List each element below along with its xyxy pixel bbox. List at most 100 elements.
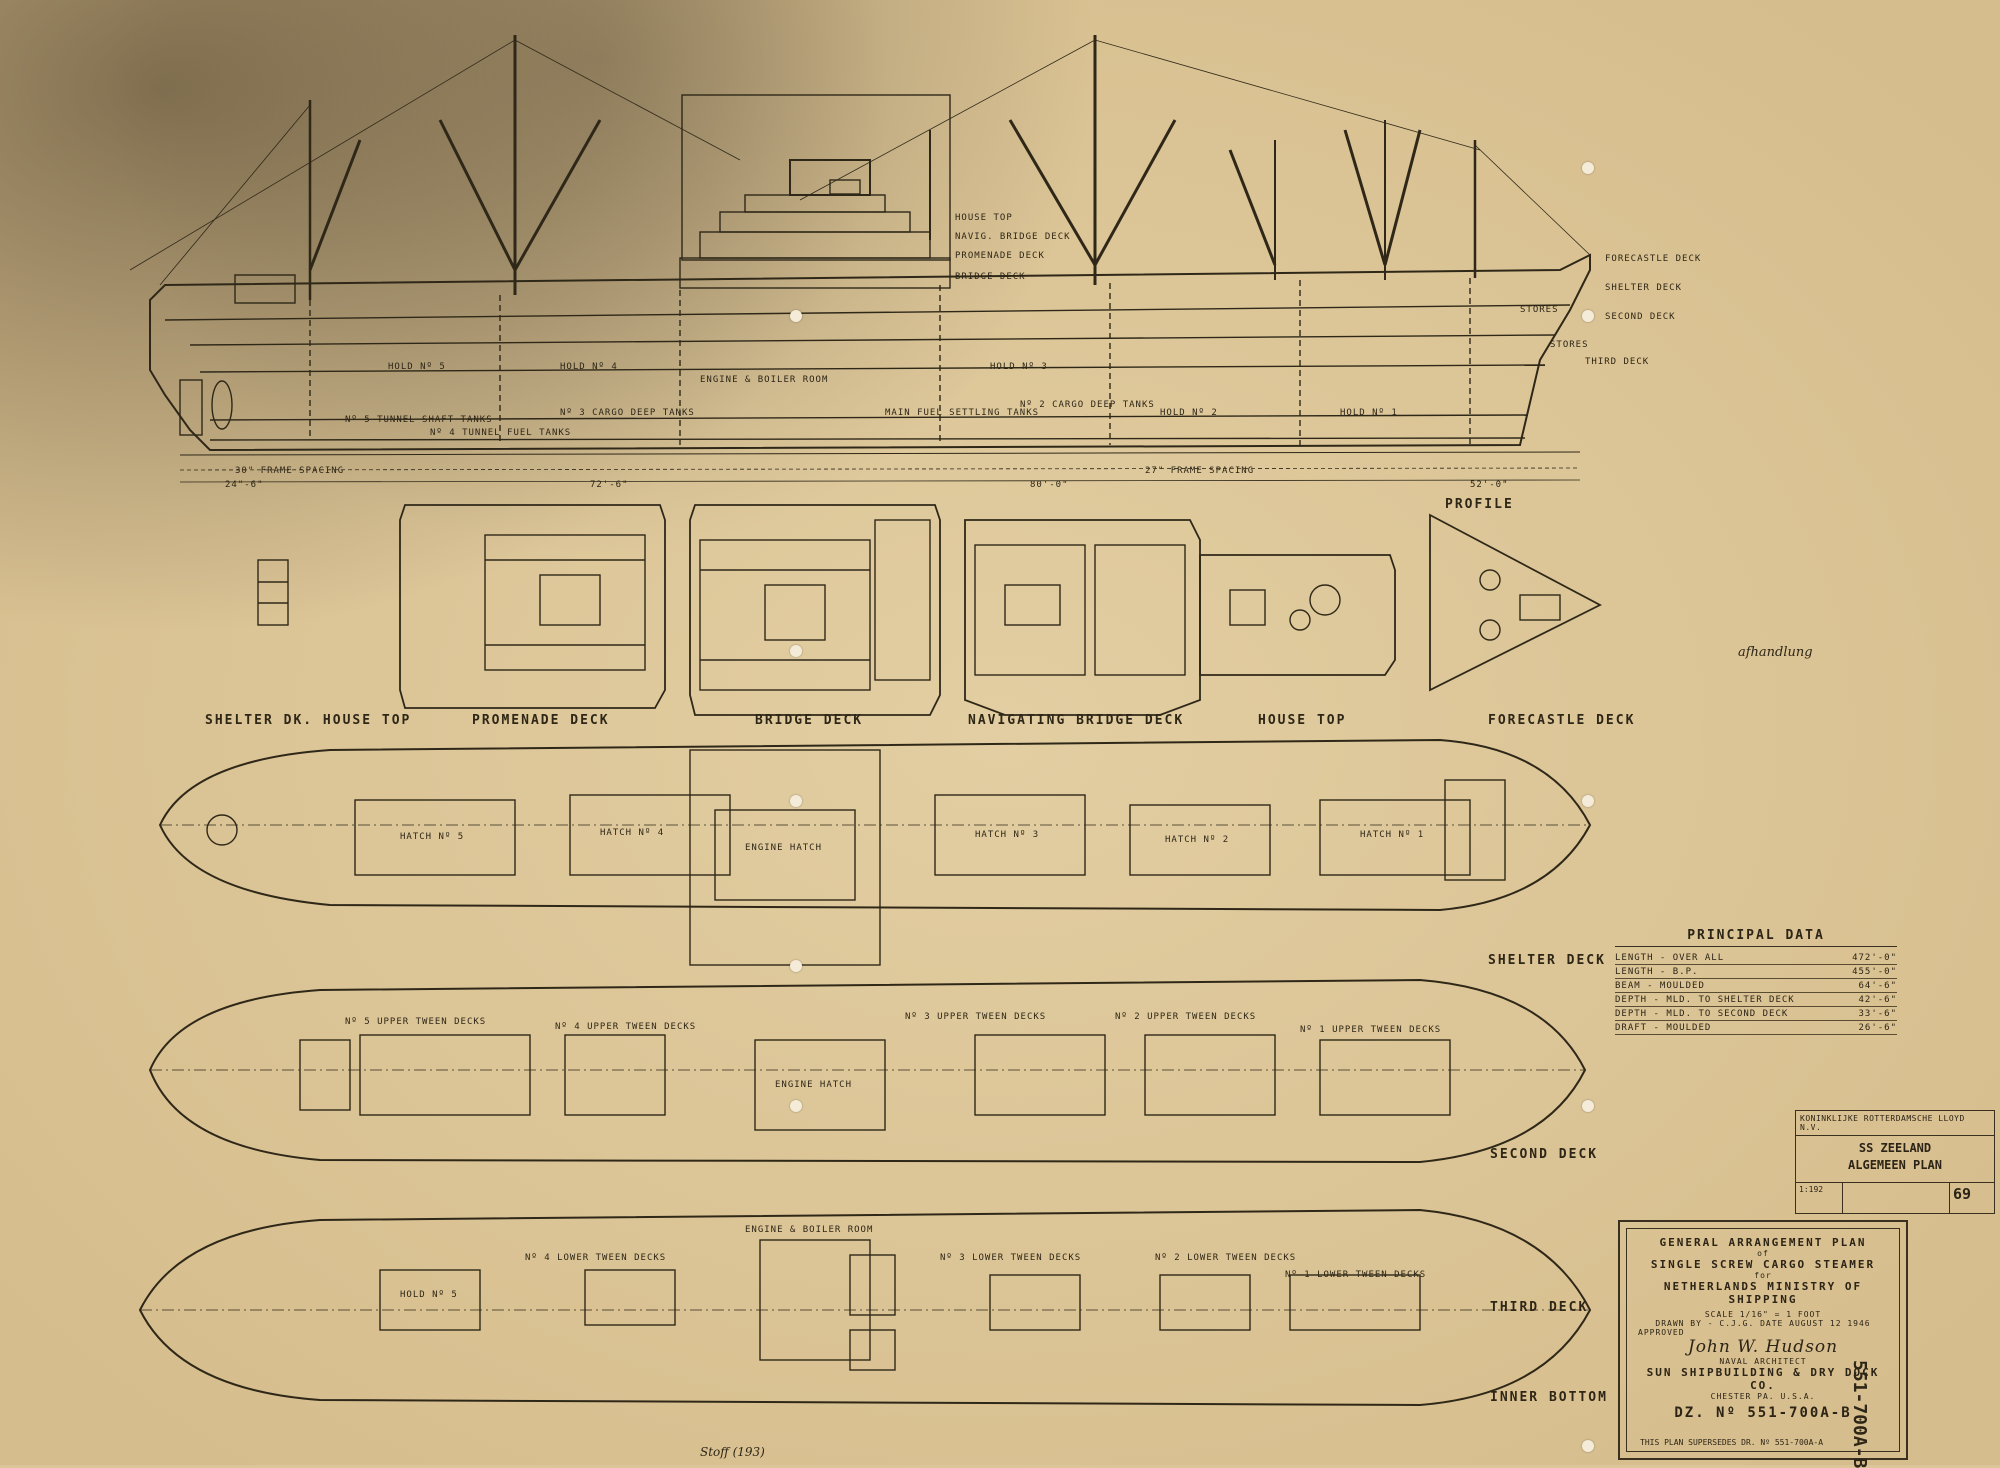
tween-deck-label: Nº 3 UPPER TWEEN DECKS — [905, 1012, 1047, 1022]
profile-tank-label: MAIN FUEL SETTLING TANKS — [885, 408, 1040, 418]
punch-hole — [1582, 162, 1594, 174]
builder-name: SUN SHIPBUILDING & DRY DOCK CO. — [1646, 1366, 1880, 1392]
punch-hole — [790, 310, 802, 322]
tween-deck-label: Nº 2 UPPER TWEEN DECKS — [1115, 1012, 1257, 1022]
supersedes-note: THIS PLAN SUPERSEDES DR. Nº 551-700A-A — [1640, 1438, 1824, 1447]
frame-spacing-label: 72'-6" — [590, 480, 629, 490]
deck-title-bridge: BRIDGE DECK — [755, 713, 864, 728]
profile-deck-label: HOUSE TOP — [955, 213, 1013, 223]
profile-deck-label: THIRD DECK — [1585, 357, 1650, 367]
hatch-label: ENGINE HATCH — [745, 843, 823, 853]
profile-deck-label: SECOND DECK — [1605, 312, 1676, 322]
scale-cell: 1:192 — [1796, 1183, 1843, 1213]
hatch-label: HATCH Nº 5 — [400, 832, 465, 842]
frame-spacing-label: 24"-6" — [225, 480, 264, 490]
punch-hole — [1582, 1100, 1594, 1112]
punch-hole — [1582, 795, 1594, 807]
deck-title-third: THIRD DECK — [1490, 1300, 1589, 1315]
deck-title-promenade: PROMENADE DECK — [472, 713, 610, 728]
punch-hole — [790, 960, 802, 972]
tween-deck-label: Nº 1 UPPER TWEEN DECKS — [1300, 1025, 1442, 1035]
title-line: NETHERLANDS MINISTRY OF SHIPPING — [1663, 1280, 1863, 1306]
lower-deck-label: ENGINE & BOILER ROOM — [745, 1225, 874, 1235]
side-stamp: 551-700A-B — [1849, 1360, 1870, 1468]
ship-name: SS ZEELAND — [1858, 1141, 1932, 1155]
builder-place: CHESTER PA. U.S.A. — [1710, 1392, 1816, 1401]
title-line: GENERAL ARRANGEMENT PLAN — [1659, 1236, 1867, 1249]
profile-hold-label: HOLD Nº 3 — [990, 362, 1048, 372]
hatch-label: HATCH Nº 2 — [1165, 835, 1230, 845]
frame-spacing-label: 27" FRAME SPACING — [1145, 466, 1255, 476]
profile-tank-label: ENGINE & BOILER ROOM — [700, 375, 829, 385]
profile-tank-label: Nº 2 CARGO DEEP TANKS — [1020, 400, 1155, 410]
title-block-border — [1626, 1228, 1900, 1452]
profile-deck-label: BRIDGE DECK — [955, 272, 1026, 282]
profile-view — [129, 35, 1591, 483]
profile-deck-label: PROMENADE DECK — [955, 251, 1045, 261]
principal-data-title: PRINCIPAL DATA — [1615, 928, 1897, 947]
tween-deck-label: Nº 5 UPPER TWEEN DECKS — [345, 1017, 487, 1027]
profile-deck-label: NAVIG. BRIDGE DECK — [955, 232, 1071, 242]
bottom-stamp: Stoff (193) — [700, 1445, 765, 1459]
shelter-deck-plan — [158, 738, 1592, 966]
punch-hole — [1582, 310, 1594, 322]
profile-tank-label: Nº 3 CARGO DEEP TANKS — [560, 408, 695, 418]
architect-title: NAVAL ARCHITECT — [1719, 1357, 1807, 1366]
approved-label: APPROVED — [1638, 1328, 1685, 1337]
profile-hold-label: HOLD Nº 2 — [1160, 408, 1218, 418]
second-deck-plan — [148, 978, 1587, 1164]
tween-deck-label: ENGINE HATCH — [775, 1080, 853, 1090]
deck-title-shelter-house-top: SHELTER DK. HOUSE TOP — [205, 713, 412, 728]
frame-spacing-label: 30" FRAME SPACING — [235, 466, 345, 476]
lower-deck-label: HOLD Nº 5 — [400, 1290, 458, 1300]
small-deck-plans — [257, 504, 1602, 716]
hatch-label: HATCH Nº 4 — [600, 828, 665, 838]
drawing-number: DZ. Nº 551-700A-B — [1674, 1405, 1852, 1421]
hatch-label: HATCH Nº 3 — [975, 830, 1040, 840]
reference-footer: 1:192 69 — [1796, 1182, 1994, 1213]
deck-title-navigating-bridge: NAVIGATING BRIDGE DECK — [968, 713, 1185, 728]
signature: John W. Hudson — [1687, 1337, 1839, 1357]
punch-hole — [1582, 1440, 1594, 1452]
lower-deck-label: Nº 3 LOWER TWEEN DECKS — [940, 1253, 1082, 1263]
deck-title-shelter: SHELTER DECK — [1488, 953, 1606, 968]
title-line: SINGLE SCREW CARGO STEAMER — [1650, 1258, 1876, 1271]
title-line: for — [1754, 1271, 1772, 1280]
scale-note: SCALE 1/16" = 1 FOOT — [1704, 1310, 1822, 1319]
punch-hole — [790, 645, 802, 657]
profile-tank-label: Nº 5 TUNNEL SHAFT TANKS — [345, 415, 493, 425]
title-line: of — [1757, 1249, 1769, 1258]
drawn-by: DRAWN BY - C.J.G. DATE AUGUST 12 1946 — [1655, 1319, 1871, 1328]
punch-hole — [790, 1100, 802, 1112]
title-block: GENERAL ARRANGEMENT PLAN of SINGLE SCREW… — [1618, 1220, 1908, 1460]
lower-deck-label: Nº 4 LOWER TWEEN DECKS — [525, 1253, 667, 1263]
principal-data-row: LENGTH - B.P.455'-0" — [1615, 967, 1897, 979]
profile-deck-label: STORES — [1520, 305, 1559, 315]
deck-title-house-top: HOUSE TOP — [1258, 713, 1347, 728]
profile-hold-label: HOLD Nº 1 — [1340, 408, 1398, 418]
number-cell: 69 — [1953, 1185, 1972, 1203]
deck-title-forecastle: FORECASTLE DECK — [1488, 713, 1636, 728]
profile-title: PROFILE — [1445, 497, 1514, 512]
profile-tank-label: Nº 4 TUNNEL FUEL TANKS — [430, 428, 572, 438]
deck-title-second: SECOND DECK — [1490, 1147, 1599, 1162]
lower-deck-label: Nº 2 LOWER TWEEN DECKS — [1155, 1253, 1297, 1263]
profile-deck-label: STORES — [1550, 340, 1589, 350]
punch-hole — [790, 795, 802, 807]
profile-deck-label: SHELTER DECK — [1605, 283, 1683, 293]
margin-handwriting: afhandlung — [1738, 645, 1813, 660]
plan-name: ALGEMEEN PLAN — [1848, 1158, 1942, 1172]
company-name: KONINKLIJKE ROTTERDAMSCHE LLOYD N.V. — [1796, 1111, 1994, 1136]
lower-deck-label: Nº 1 LOWER TWEEN DECKS — [1285, 1270, 1427, 1280]
frame-spacing-label: 52'-0" — [1470, 480, 1509, 490]
third-deck-plan — [138, 1208, 1592, 1407]
deck-title-inner-bottom: INNER BOTTOM — [1490, 1390, 1608, 1405]
hatch-label: HATCH Nº 1 — [1360, 830, 1425, 840]
